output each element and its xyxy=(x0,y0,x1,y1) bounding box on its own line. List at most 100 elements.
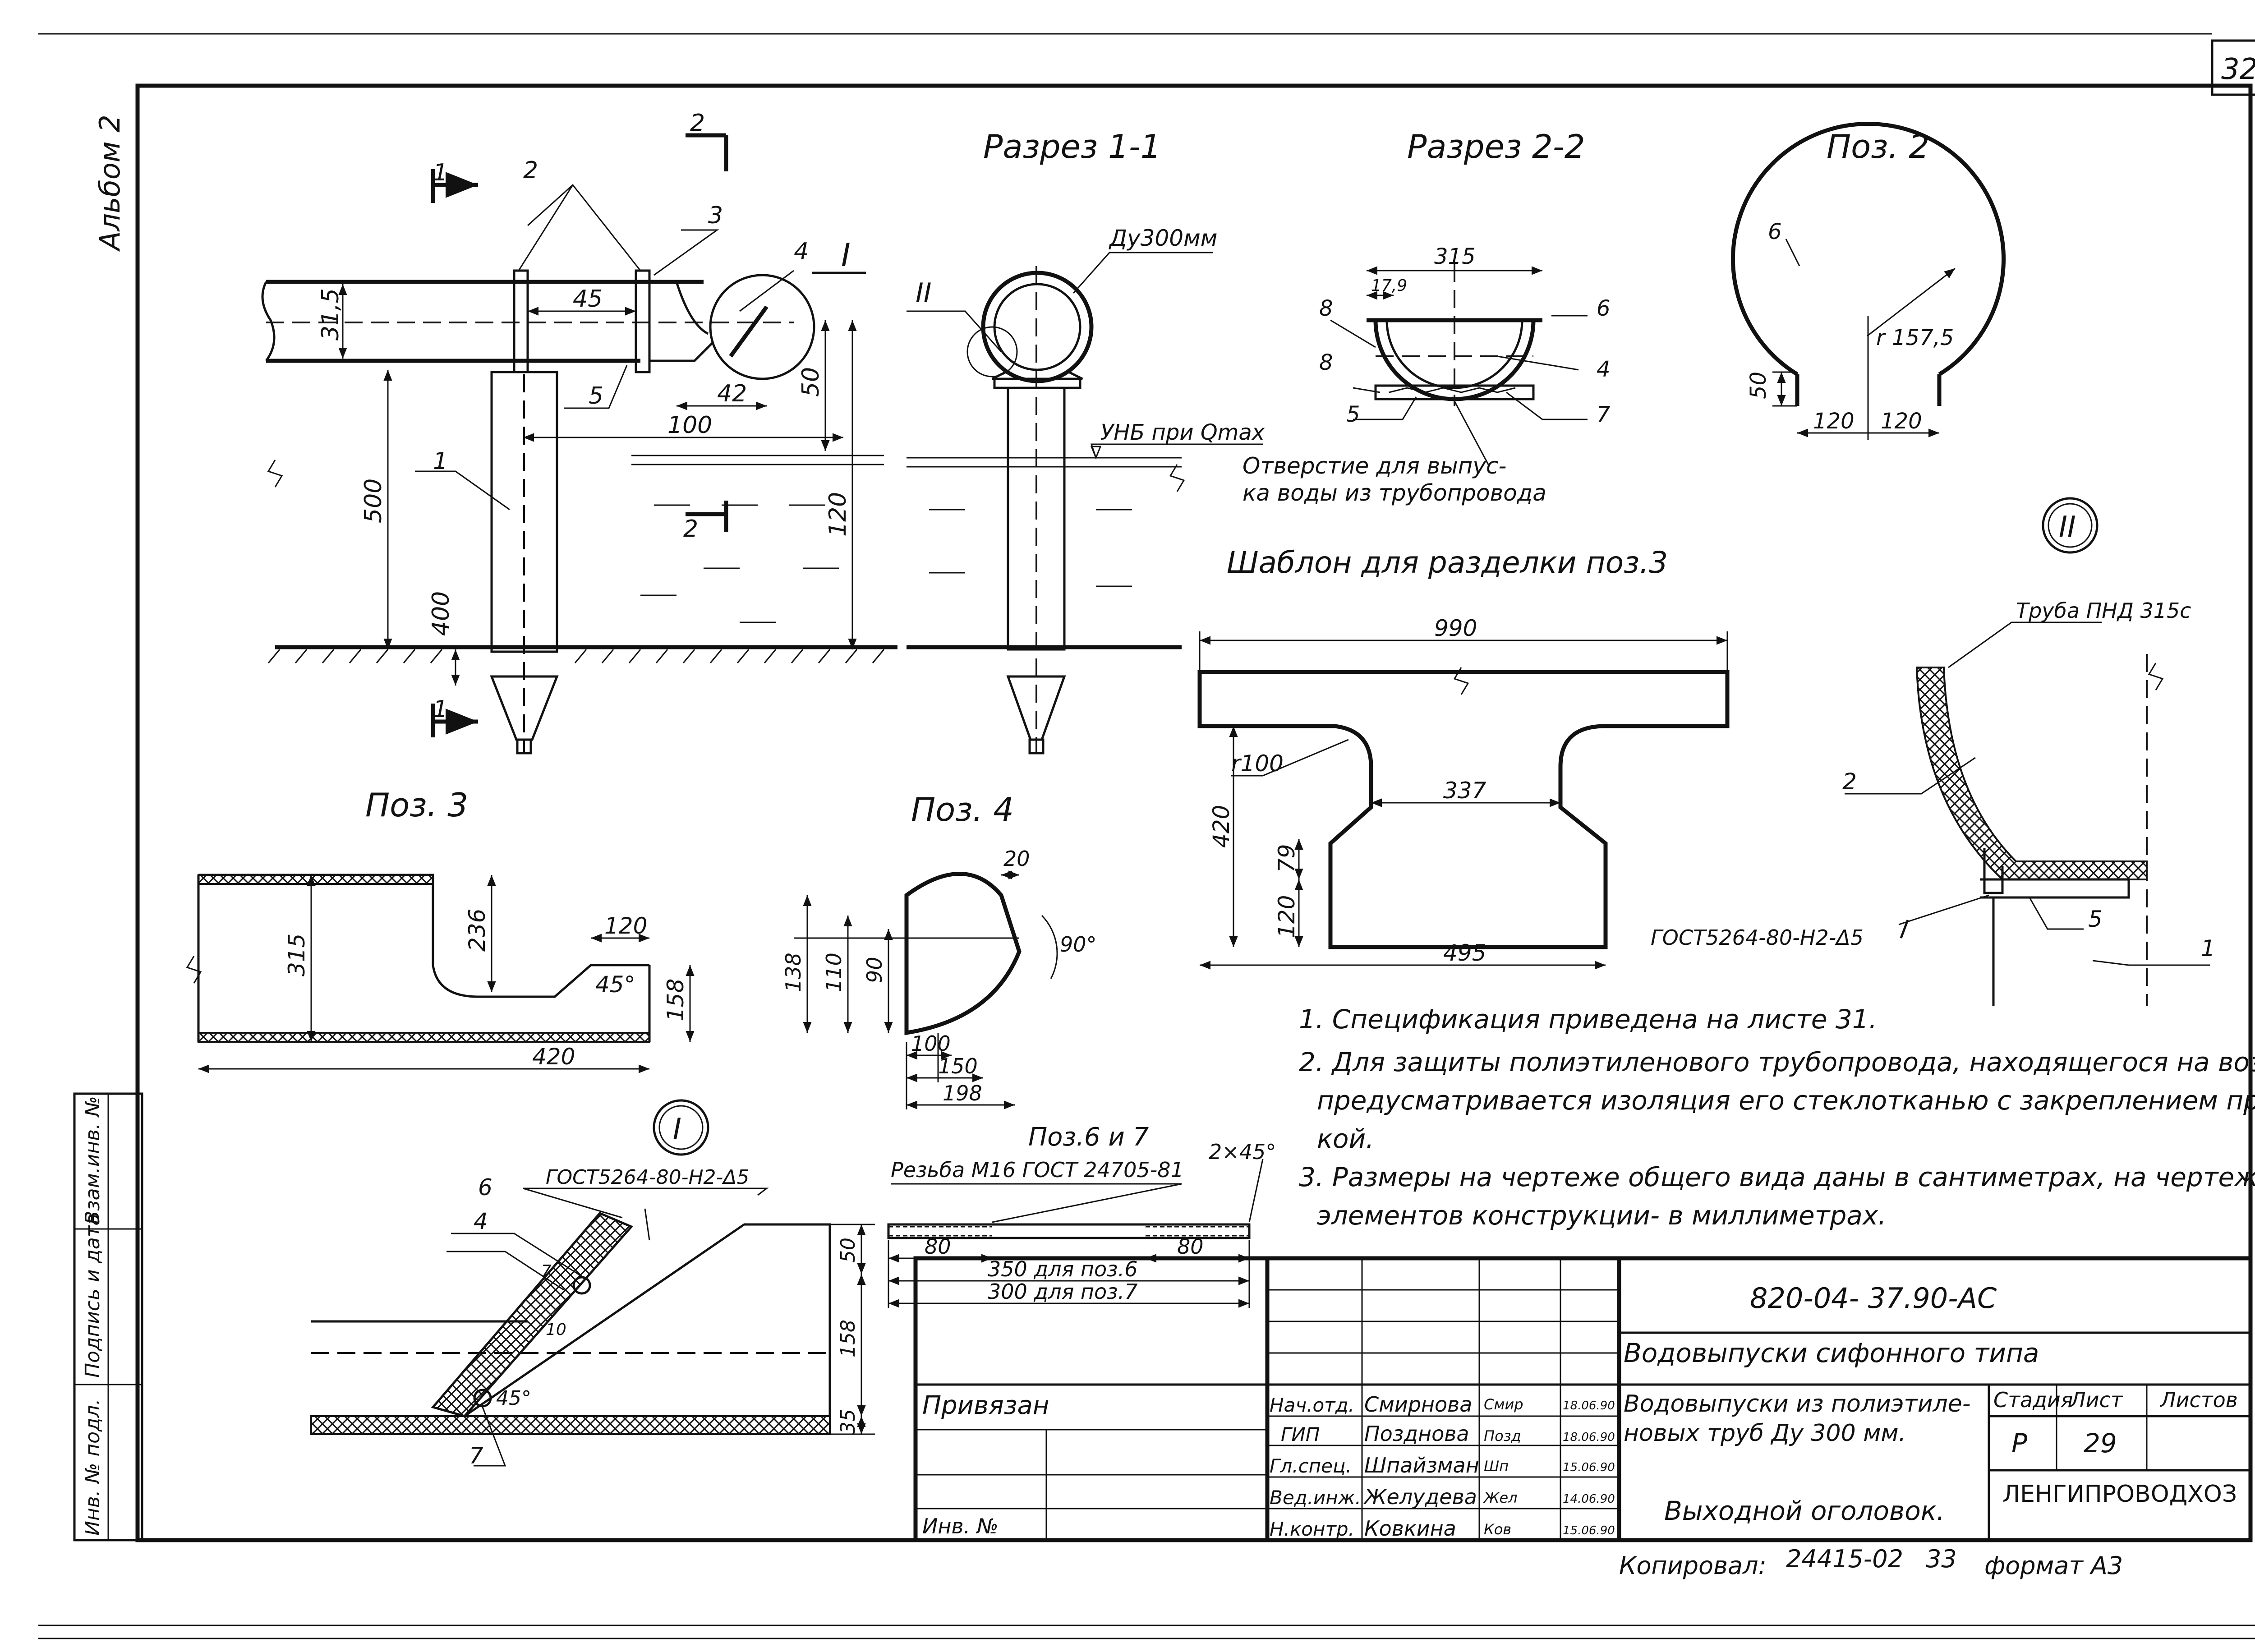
poz67-chamfer: 2×45° xyxy=(1209,1140,1276,1164)
s22-pos-4: 4 xyxy=(1597,357,1611,382)
gv-dim-45: 45 xyxy=(573,285,603,313)
node-2-label: II xyxy=(2059,511,2076,544)
poz4-a90: 90° xyxy=(1060,932,1097,957)
section-1-1 xyxy=(907,252,1263,755)
footer-num: 33 xyxy=(1926,1545,1957,1573)
tb-inv-no: Инв. № xyxy=(922,1514,999,1538)
s22-hole-note-1: Отверстие для выпус- xyxy=(1243,453,1506,479)
cut2-top: 2 xyxy=(690,110,705,137)
tb-date-0: 18.06.90 xyxy=(1563,1399,1615,1413)
n1-gost: ГОСТ5264-80-Н2-Δ5 xyxy=(546,1166,750,1189)
poz-2-view xyxy=(1731,122,2006,440)
n1-a45: 45° xyxy=(496,1387,531,1410)
tb-role-4: Н.контр. xyxy=(1270,1518,1354,1540)
gv-dim-120: 120 xyxy=(824,492,851,537)
node-2-labels: Труба ПНД 315с ГОСТ5264-80-Н2-Δ5 2 5 1 xyxy=(1651,598,2215,962)
poz4-d110: 110 xyxy=(822,953,846,992)
gv-dim-500: 500 xyxy=(360,479,387,523)
album-label: Альбом 2 xyxy=(93,115,126,252)
s22-pos-5: 5 xyxy=(1346,402,1360,427)
sheet-number: 32 xyxy=(2221,53,2255,86)
tb-name-3: Желудева xyxy=(1363,1485,1477,1509)
title-poz-4: Поз. 4 xyxy=(911,791,1014,828)
poz4-d138: 138 xyxy=(781,953,805,992)
tb-date-1: 18.06.90 xyxy=(1563,1431,1615,1444)
tb-privyazan: Привязан xyxy=(922,1391,1049,1420)
poz2-d120a: 120 xyxy=(1813,409,1855,434)
general-view-labels: 1 1 2 2 2 3 4 I 5 1 31,5 45 42 50 100 50… xyxy=(317,110,851,723)
poz67-d80b: 80 xyxy=(1177,1234,1204,1259)
poz2-r: r 157,5 xyxy=(1876,325,1954,350)
poz67-len7: 300 для поз.7 xyxy=(988,1279,1138,1304)
tb-sign-3: Жел xyxy=(1483,1489,1518,1506)
node-2-bubble-inner xyxy=(2048,503,2093,548)
n2-pipe: Труба ПНД 315с xyxy=(2016,598,2191,623)
tb-role-0: Нач.отд. xyxy=(1270,1394,1354,1416)
template-labels: 990 r100 420 337 79 120 495 xyxy=(1208,615,1486,966)
footer-format: формат А3 xyxy=(1984,1551,2123,1580)
gv-dim-100: 100 xyxy=(667,412,712,439)
title-block-text: 820-04- 37.90-АС Водовыпуски сифонного т… xyxy=(922,1282,2238,1541)
cut2-bottom: 2 xyxy=(683,515,698,543)
poz-4-view xyxy=(794,870,1058,1109)
cut1-bottom: 1 xyxy=(433,696,448,723)
section-2-2-labels: 315 17,9 8 8 6 4 5 7 Отверстие для выпус… xyxy=(1243,244,1611,506)
tb-sheet-title-2: новых труб Ду 300 мм. xyxy=(1624,1420,1906,1447)
n1-pos-6: 6 xyxy=(478,1174,492,1201)
tb-sheet-title-1: Водовыпуски из полиэтиле- xyxy=(1624,1390,1971,1417)
n1-weld-10: 10 xyxy=(546,1321,566,1339)
tpl-d990: 990 xyxy=(1434,615,1477,641)
s22-dim-315: 315 xyxy=(1434,244,1476,269)
gv-dim-50: 50 xyxy=(797,367,824,397)
note-2b: предусматривается изоляция его стеклотка… xyxy=(1317,1085,2255,1116)
s11-node-II: II xyxy=(916,277,931,309)
n1-weld-7: 7 xyxy=(541,1262,552,1280)
stamp-podpis-data: Подпись и дата xyxy=(81,1214,104,1378)
tb-org: ЛЕНГИПРОВОДХОЗ xyxy=(2002,1481,2237,1508)
title-template: Шаблон для разделки поз.3 xyxy=(1227,545,1668,580)
tb-role-1: ГИП xyxy=(1281,1423,1320,1445)
poz3-a45: 45° xyxy=(595,971,635,998)
s11-dn: Ду300мм xyxy=(1109,225,1218,251)
footer: Копировал: 24415-02 33 формат А3 xyxy=(1619,1545,2123,1580)
tpl-d120: 120 xyxy=(1274,895,1300,938)
tb-sign-1: Позд xyxy=(1484,1427,1521,1445)
s22-dim-179: 17,9 xyxy=(1371,276,1407,295)
gv-node-I: I xyxy=(841,237,851,274)
title-poz-3: Поз. 3 xyxy=(365,786,468,824)
poz3-d120: 120 xyxy=(604,913,647,939)
left-stamp xyxy=(73,1092,143,1542)
section-2-2 xyxy=(1330,264,1588,465)
title-razrez-22: Разрез 2-2 xyxy=(1407,128,1585,166)
tpl-r100: r100 xyxy=(1231,750,1284,777)
tb-role-2: Гл.спец. xyxy=(1270,1455,1352,1477)
gv-dim-42: 42 xyxy=(717,380,747,407)
n2-pos-1: 1 xyxy=(2201,935,2215,962)
tb-date-2: 15.06.90 xyxy=(1563,1461,1615,1474)
stamp-inv-podl: Инв. № подл. xyxy=(81,1399,104,1536)
title-poz-67: Поз.6 и 7 xyxy=(1028,1123,1149,1152)
poz67-len6: 350 для поз.6 xyxy=(988,1257,1138,1281)
poz4-d198: 198 xyxy=(943,1081,982,1105)
s11-unb: УНБ при Qmax xyxy=(1100,420,1265,445)
s22-pos-6: 6 xyxy=(1597,296,1611,321)
poz4-d100: 100 xyxy=(911,1031,951,1056)
gv-pos-1: 1 xyxy=(433,448,448,475)
gv-dim-315: 31,5 xyxy=(317,288,344,341)
tpl-d79: 79 xyxy=(1274,844,1300,873)
tpl-d337: 337 xyxy=(1443,778,1486,804)
poz3-d158: 158 xyxy=(663,979,689,1022)
general-view xyxy=(261,133,897,753)
node-1-labels: ГОСТ5264-80-Н2-Δ5 6 4 7 7 10 45° 50 158 … xyxy=(469,1166,860,1469)
gv-pos-2: 2 xyxy=(523,157,538,184)
note-2c: кой. xyxy=(1317,1123,1374,1154)
poz4-d90: 90 xyxy=(862,957,887,983)
poz67-thread: Резьба М16 ГОСТ 24705-81 xyxy=(891,1158,1184,1182)
poz3-d315: 315 xyxy=(284,934,310,976)
tb-doc-code: 820-04- 37.90-АС xyxy=(1750,1282,1997,1315)
footer-copied: Копировал: xyxy=(1619,1551,1767,1580)
node-2-detail xyxy=(1845,621,2210,1006)
title-block xyxy=(913,1256,2253,1542)
poz4-d150: 150 xyxy=(938,1054,978,1078)
